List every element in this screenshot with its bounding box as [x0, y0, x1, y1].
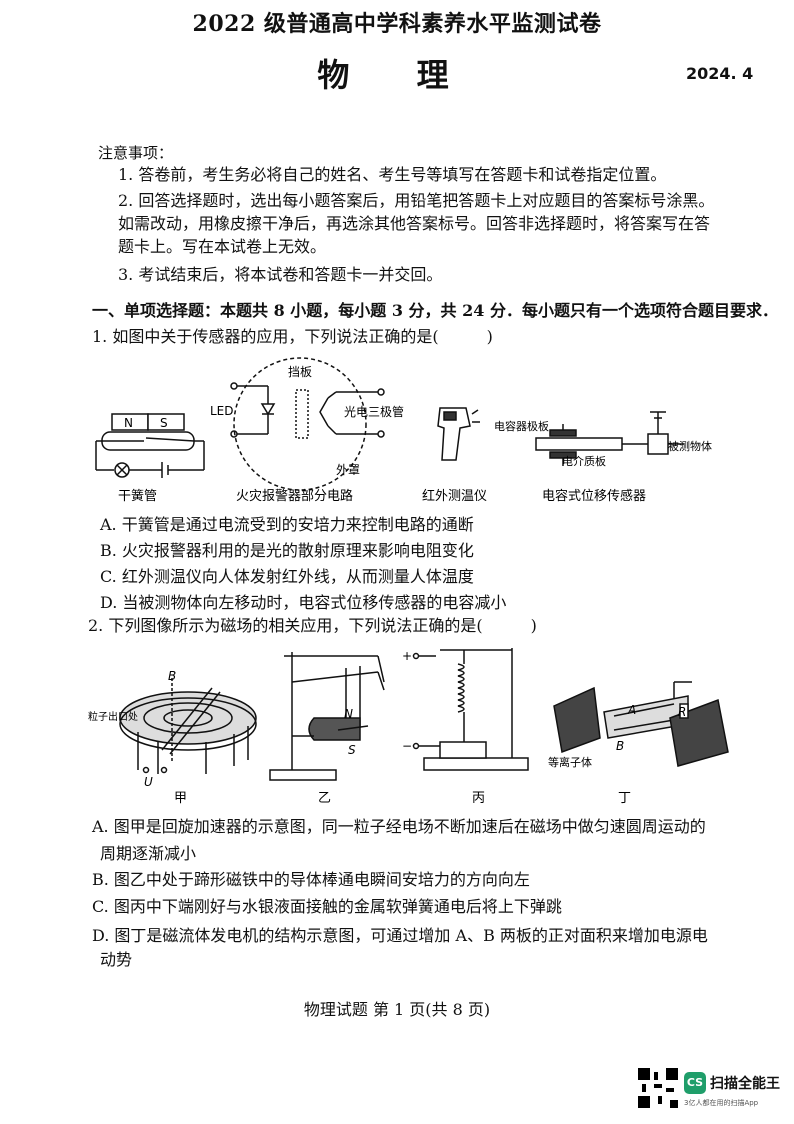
q2-option-a-cont: 周期逐渐减小 [100, 844, 197, 863]
cap-plate-label: 电容器极板 [494, 419, 549, 433]
q1-figure: N S LED 挡板 光电三极管 外罩 [95, 357, 712, 504]
ir-thermometer-diagram [437, 407, 480, 461]
capacitive-sensor-diagram [535, 411, 684, 466]
camscanner-logo-icon: CS [684, 1072, 706, 1094]
note-item: 题卡上。写在本试卷上无效。 [118, 237, 327, 256]
caption-ir: 红外测温仪 [422, 488, 487, 504]
cyclotron-diagram [119, 678, 257, 774]
caption-bing: 丙 [472, 791, 485, 806]
mhd-generator-diagram [553, 681, 729, 767]
q2-option-c: C. 图丙中下端刚好与水银液面接触的金属软弹簧通电后将上下弹跳 [92, 897, 562, 916]
reed-s-label: S [160, 416, 168, 430]
mhd-r-label: R [678, 705, 686, 719]
q1-option-c: C. 红外测温仪向人体发射红外线，从而测量人体温度 [100, 567, 474, 586]
camscanner-name: 扫描全能王 [710, 1076, 780, 1092]
caption-jia: 甲 [174, 791, 187, 806]
caption-yi: 乙 [318, 791, 331, 806]
subject-title: 物 理 [317, 56, 477, 94]
q1-option-a: A. 干簧管是通过电流受到的安培力来控制电路的通断 [100, 515, 474, 534]
q1-option-d: D. 当被测物体向左移动时，电容式位移传感器的电容减小 [100, 593, 507, 612]
cyclotron-b-label: B [168, 669, 176, 683]
horseshoe-magnet-diagram [269, 652, 385, 781]
note-item: 如需改动，用橡皮擦干净后，再选涂其他答案标号。回答非选择题时，将答案写在答 [118, 214, 711, 233]
dielectric-label: 电介质板 [562, 454, 606, 468]
fire-alarm-diagram [230, 357, 385, 491]
q2-option-d-cont: 动势 [100, 950, 133, 969]
baffle-label: 挡板 [288, 365, 312, 379]
magnet-s-label: S [348, 743, 356, 757]
reed-switch-diagram [95, 413, 205, 478]
q2-option-a: A. 图甲是回旋加速器的示意图，同一粒子经电场不断加速后在磁场中做匀速圆周运动的 [92, 817, 706, 836]
caption-reed: 干簧管 [118, 488, 157, 504]
note-item: 2. 回答选择题时，选出每小题答案后，用铅笔把答题卡上对应题目的答案标号涂黑。 [118, 191, 715, 210]
q2-option-b: B. 图乙中处于蹄形磁铁中的导体棒通电瞬间安培力的方向向左 [92, 870, 530, 889]
q1-option-b: B. 火灾报警器利用的是光的散射原理来影响电阻变化 [100, 541, 474, 560]
phototriode-label: 光电三极管 [344, 404, 404, 419]
reed-n-label: N [124, 416, 133, 430]
caption-ding: 丁 [618, 791, 631, 806]
cyclotron-u-label: U [144, 775, 153, 789]
q2-option-d: D. 图丁是磁流体发电机的结构示意图，可通过增加 A、B 两板的正对面积来增加电… [92, 926, 708, 945]
note-item: 3. 考试结束后，将本试卷和答题卡一并交回。 [118, 265, 443, 284]
spring-plus-label: + [402, 649, 412, 663]
question-2-stem: 2. 下列图像所示为磁场的相关应用，下列说法正确的是( ) [88, 616, 537, 635]
note-item: 1. 答卷前，考生务必将自己的姓名、考生号等填写在答题卡和试卷指定位置。 [118, 165, 667, 184]
q2-figure: B 粒子出口处 U N S + − [88, 648, 729, 806]
magnet-n-label: N [344, 707, 353, 721]
cover-label: 外罩 [336, 463, 360, 477]
caption-capacitive: 电容式位移传感器 [542, 488, 646, 504]
question-1-stem: 1. 如图中关于传感器的应用，下列说法正确的是( ) [92, 327, 493, 346]
object-label: 被测物体 [668, 439, 712, 453]
caption-fire-alarm: 火灾报警器部分电路 [236, 488, 353, 504]
spring-mercury-diagram [412, 648, 529, 771]
led-label: LED [210, 404, 234, 418]
page-footer: 物理试题 第 1 页(共 8 页) [303, 1000, 491, 1019]
mhd-b-label: B [616, 739, 624, 753]
qr-code-icon [638, 1068, 678, 1108]
notes-heading: 注意事项： [98, 144, 174, 162]
section-heading: 一、单项选择题：本题共 8 小题，每小题 3 分，共 24 分．每小题只有一个选… [92, 301, 778, 320]
exam-date: 2024. 4 [686, 64, 754, 83]
plasma-label: 等离子体 [548, 755, 592, 769]
camscanner-tagline: 3亿人都在用的扫描App [684, 1099, 759, 1107]
particle-exit-label: 粒子出口处 [88, 710, 138, 723]
mhd-a-label: A [627, 703, 636, 717]
spring-minus-label: − [402, 739, 412, 753]
exam-title: 2022 级普通高中学科素养水平监测试卷 [192, 11, 602, 37]
